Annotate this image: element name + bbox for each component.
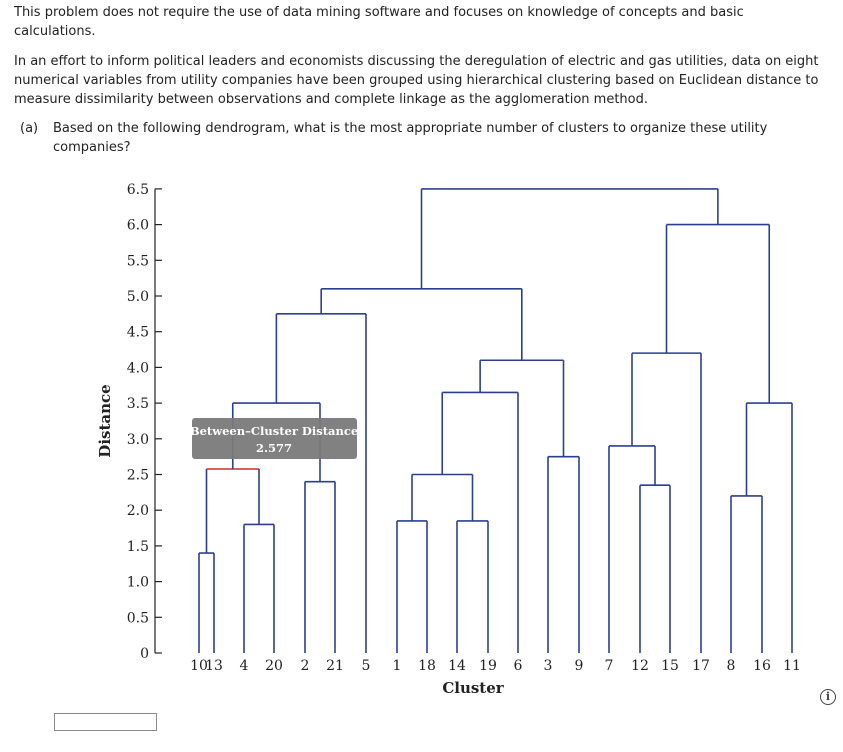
y-tick-label: 3.5 (127, 396, 149, 412)
leaf-label: 8 (727, 658, 736, 674)
leaf-label: 2 (301, 658, 310, 674)
question-text: Based on the following dendrogram, what … (53, 121, 768, 155)
leaf-label: 6 (514, 658, 523, 674)
leaf-label: 15 (661, 658, 679, 674)
leaf-label: 1 (393, 658, 402, 674)
tooltip-title: Between–Cluster Distance (190, 424, 358, 438)
y-tick-label: 2.0 (127, 503, 149, 519)
leaf-label: 11 (783, 658, 801, 674)
y-tick-label: 0.5 (127, 610, 149, 626)
leaf-label: 7 (605, 658, 614, 674)
y-tick-label: 5.5 (127, 253, 149, 269)
leaf-label: 4 (240, 658, 249, 674)
y-tick-label: 2.5 (127, 468, 149, 484)
question-label: (a) (20, 121, 39, 136)
leaf-label: 19 (479, 658, 497, 674)
y-tick-label: 0 (140, 646, 149, 662)
leaf-label: 18 (418, 658, 436, 674)
y-tick-label: 6.5 (127, 182, 149, 198)
leaf-label: 13 (205, 658, 223, 674)
y-tick-label: 3.0 (127, 432, 149, 448)
leaf-label: 17 (692, 658, 710, 674)
tooltip-value: 2.577 (256, 441, 292, 455)
x-axis-label: Cluster (442, 679, 504, 697)
context-text: In an effort to inform political leaders… (14, 54, 819, 107)
leaf-label: 20 (265, 658, 283, 674)
y-tick-label: 4.0 (127, 360, 149, 376)
y-tick-label: 5.0 (127, 289, 149, 305)
answer-input[interactable] (54, 713, 157, 731)
leaf-label: 10 (190, 658, 208, 674)
y-tick-label: 1.0 (127, 575, 149, 591)
dendrogram-chart: 0 0.5 1.0 1.5 2.0 2.5 3.0 3.5 4.0 4.5 5.0 5.5 6.0 6.5… (96, 182, 801, 697)
leaf-label: 14 (448, 658, 466, 674)
leaf-label: 3 (544, 658, 553, 674)
intro-text: This problem does not require the use of… (14, 5, 744, 39)
y-axis-label: Distance (96, 384, 114, 457)
leaf-label: 12 (631, 658, 649, 674)
y-tick-label: 4.5 (127, 325, 149, 341)
info-icon[interactable]: i (820, 689, 836, 705)
between-cluster-tooltip: Between–Cluster Distance 2.577 (190, 418, 358, 459)
leaf-label: 9 (575, 658, 584, 674)
leaf-label: 21 (326, 658, 344, 674)
leaf-label: 16 (753, 658, 771, 674)
leaf-label: 5 (362, 658, 371, 674)
y-tick-label: 6.0 (127, 218, 149, 234)
y-tick-label: 1.5 (127, 539, 149, 555)
